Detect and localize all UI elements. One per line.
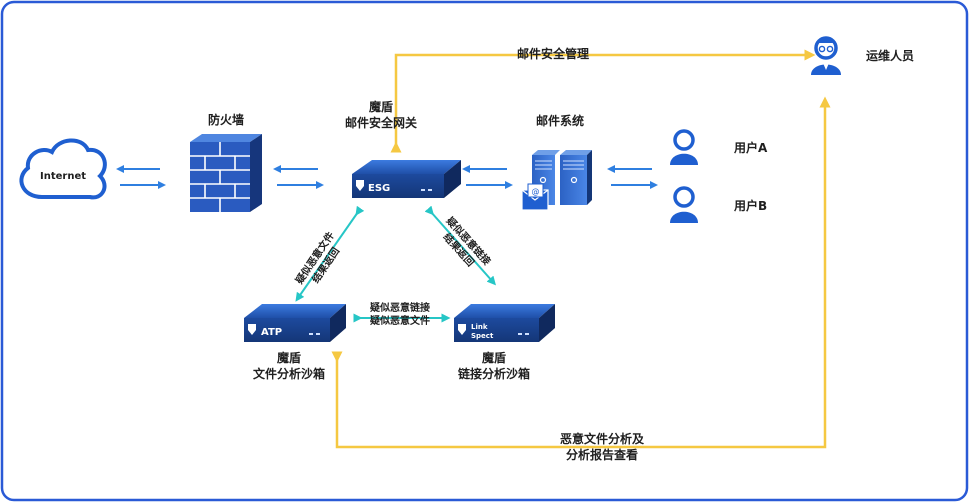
- atp-link-label-2: 疑似恶意文件: [370, 316, 430, 327]
- esg-label: 魔盾 邮件安全网关: [331, 99, 431, 131]
- esg-label-line1: 魔盾: [368, 100, 393, 114]
- cloud-icon: Internet: [19, 138, 107, 200]
- esg-label-line2: 邮件安全网关: [344, 116, 417, 130]
- firewall-icon: [190, 134, 262, 212]
- atp-label: 魔盾 文件分析沙箱: [239, 350, 339, 382]
- ops-person-icon: [811, 36, 841, 75]
- linkspect-label-line1: 魔盾: [481, 351, 506, 365]
- atp-link-label: 疑似恶意链接 疑似恶意文件: [370, 302, 430, 328]
- atp-device-text: ATP: [261, 327, 282, 338]
- linkspect-device-text-1: Link: [471, 323, 488, 331]
- sandbox-arrows: [295, 205, 496, 323]
- linkspect-label: 魔盾 链接分析沙箱: [444, 350, 544, 382]
- atp-label-line1: 魔盾: [276, 351, 301, 365]
- linkspect-device-icon: Link Spect: [454, 304, 555, 342]
- report-line: [331, 96, 831, 449]
- linkspect-device-text-2: Spect: [471, 332, 494, 340]
- report-label-line1: 恶意文件分析及: [559, 432, 644, 446]
- user-b-label: 用户B: [734, 199, 768, 213]
- internet-label: Internet: [40, 171, 86, 182]
- person-icon: [670, 186, 698, 223]
- esg-device-icon: ESG: [352, 160, 461, 198]
- atp-link-label-1: 疑似恶意链接: [370, 303, 430, 314]
- mail-system-label: 邮件系统: [536, 114, 585, 128]
- firewall-label: 防火墙: [208, 113, 245, 127]
- ops-label: 运维人员: [866, 49, 915, 63]
- atp-label-line2: 文件分析沙箱: [252, 367, 325, 381]
- flow-arrows: [116, 165, 658, 189]
- user-a-label: 用户A: [734, 141, 768, 155]
- esg-device-text: ESG: [368, 183, 390, 194]
- report-label: 恶意文件分析及 分析报告查看: [542, 431, 662, 463]
- mail-mgmt-line: [390, 49, 816, 153]
- person-icon: [670, 129, 698, 165]
- email-icon: @: [521, 183, 549, 211]
- mail-mgmt-label: 邮件安全管理: [517, 47, 590, 61]
- esg-link-label: 疑似恶意链接 结果返回: [441, 214, 494, 269]
- svg-text:@: @: [532, 187, 540, 196]
- linkspect-label-line2: 链接分析沙箱: [457, 367, 530, 381]
- report-label-line2: 分析报告查看: [565, 448, 638, 462]
- atp-device-icon: ATP: [244, 304, 346, 342]
